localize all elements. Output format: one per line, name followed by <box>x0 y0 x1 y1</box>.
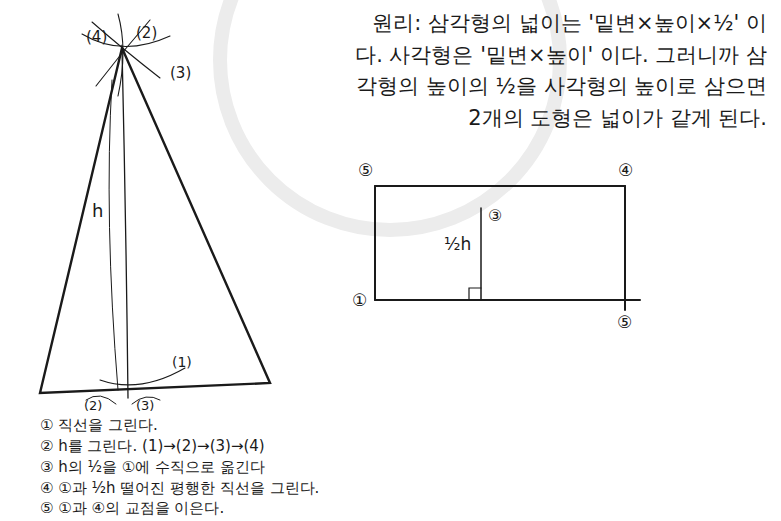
callout-number: (2) <box>84 398 102 414</box>
height-mark <box>109 80 118 390</box>
triangle <box>40 48 270 393</box>
callout-number: (2) <box>136 24 157 43</box>
rect-side <box>374 186 376 300</box>
right-angle-mark <box>469 288 481 300</box>
principle-note: 원리: 삼각형의 넓이는 '밑변×높이×½' 이다. 사각형은 '밑변×높이' … <box>352 8 767 134</box>
arc <box>118 14 123 96</box>
half-height-label: ½h <box>444 234 471 255</box>
base-line <box>375 299 640 301</box>
half-height-line <box>480 208 482 300</box>
callout-number: (1) <box>172 354 192 372</box>
callout-number: ① <box>352 290 367 311</box>
arc <box>100 368 185 385</box>
rect-side <box>624 186 626 310</box>
callout-number: ⑤ <box>617 312 632 333</box>
step-text: ⑤ ①과 ④의 교점을 이은다. <box>40 499 224 518</box>
callout-number: (3) <box>170 64 191 83</box>
callout-number: ③ <box>488 206 502 226</box>
callout-number: (3) <box>136 398 154 414</box>
height-line <box>122 48 128 398</box>
callout-number: ⑤ <box>358 160 373 181</box>
step-text: ① 직선을 그린다. <box>40 416 158 435</box>
step-text: ④ ①과 ½h 떨어진 평행한 직선을 그린다. <box>40 479 319 498</box>
step-text: ③ h의 ½을 ①에 수직으로 옮긴다 <box>40 458 265 477</box>
callout-number: ④ <box>618 160 633 181</box>
height-label: h <box>92 200 103 223</box>
parallel-line <box>375 185 625 187</box>
callout-number: (4) <box>86 28 107 47</box>
step-text: ② h를 그린다. (1)→(2)→(3)→(4) <box>40 437 265 456</box>
